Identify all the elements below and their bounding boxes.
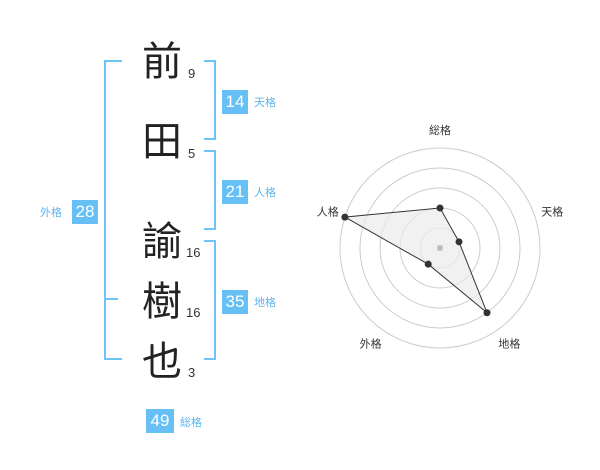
soukaku-label: 総格 (180, 416, 202, 429)
radar-axis-label: 人格 (317, 205, 339, 219)
radar-point (436, 204, 444, 212)
tenkaku-label: 天格 (254, 96, 276, 109)
stroke-count-4: 16 (186, 305, 201, 320)
radar-center-dot (437, 245, 443, 251)
name-char-5: 也 (142, 339, 182, 385)
radar-ring (339, 147, 541, 349)
radar-axis-label: 外格 (360, 336, 382, 350)
radar-axis-label: 天格 (541, 205, 563, 219)
tenkaku-bracket (204, 60, 216, 140)
soukaku-score: 49 (146, 409, 174, 433)
gaikaku-bracket-tick (104, 298, 118, 300)
radar-axis-label: 総格 (429, 123, 451, 137)
stroke-count-1: 9 (188, 66, 196, 81)
name-char-2: 田 (142, 119, 182, 165)
jinkaku-bracket (204, 150, 216, 230)
name-char-1: 前 (142, 39, 182, 85)
tenkaku-score: 14 (222, 90, 248, 114)
chikaku-bracket (204, 240, 216, 360)
stroke-count-3: 16 (186, 245, 201, 260)
chikaku-label: 地格 (254, 296, 276, 309)
radar-ring (359, 167, 521, 329)
gaikaku-bracket (104, 60, 122, 360)
chikaku-score: 35 (222, 290, 248, 314)
radar-point (455, 238, 463, 246)
stroke-count-5: 3 (188, 365, 196, 380)
radar-point (341, 213, 349, 221)
radar-axis-label: 地格 (498, 336, 520, 350)
radar-point (424, 260, 432, 268)
jinkaku-score: 21 (222, 180, 248, 204)
gaikaku-score: 28 (72, 200, 98, 224)
jinkaku-label: 人格 (254, 186, 276, 199)
radar-area (343, 207, 488, 314)
radar-ring (379, 187, 501, 309)
name-char-4: 樹 (142, 279, 182, 325)
radar-point (483, 309, 491, 317)
gaikaku-label: 外格 (40, 206, 62, 219)
name-char-3: 諭 (142, 219, 182, 265)
stroke-count-2: 5 (188, 146, 196, 161)
